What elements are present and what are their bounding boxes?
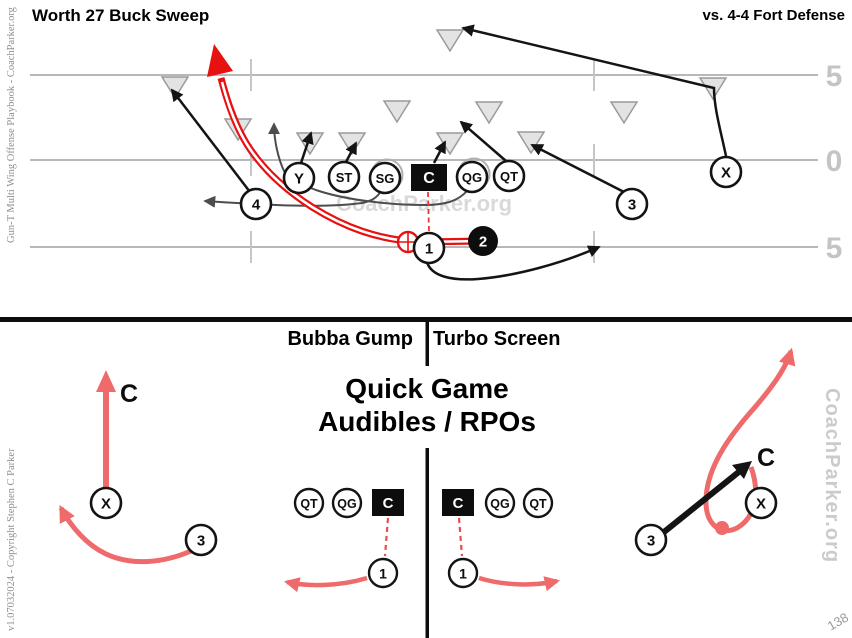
player-1 — [367, 557, 399, 589]
player-x: X — [709, 155, 743, 189]
player-qg-label: QG — [462, 170, 482, 185]
player-3: 3 — [615, 187, 649, 221]
player-qt-label: QT — [529, 497, 547, 511]
y-block-arrow — [299, 131, 314, 164]
sweep-arrowhead — [207, 44, 233, 77]
screen-catch-point — [715, 521, 729, 535]
player-x-label: X — [756, 496, 766, 513]
player-3-label: 3 — [628, 197, 636, 214]
yard-number-mid: 0 — [826, 145, 843, 178]
qb-boot-path — [425, 245, 601, 281]
bubba-gump-diagram: C X 3 — [58, 370, 218, 565]
player-y: Y — [282, 161, 316, 195]
qg-pull-path — [268, 122, 468, 207]
snap-dashed-line — [427, 191, 430, 233]
player-qg-label: QG — [490, 497, 509, 511]
x-crack-path — [461, 24, 728, 157]
player-3-label: 3 — [647, 533, 655, 550]
mid-left-formation: QT QG C 1 — [284, 487, 404, 593]
player-qg — [484, 487, 516, 519]
player-qt — [522, 487, 554, 519]
player-qt-label: QT — [500, 169, 518, 184]
audible-right-heading: Turbo Screen — [433, 328, 561, 350]
qb-throw-right — [478, 575, 560, 592]
player-4: 4 — [239, 187, 273, 221]
wb4-block-arrow — [170, 88, 251, 193]
player-1-label: 1 — [459, 566, 467, 582]
vertical-divider-bottom — [425, 448, 429, 638]
player-qt: QT — [492, 159, 526, 193]
defender-triangle — [383, 100, 411, 123]
player-st: ST — [327, 160, 361, 194]
yard-number-top: 5 — [826, 60, 843, 93]
player-c-label: C — [383, 495, 394, 512]
player-c-label: C — [423, 170, 435, 187]
page-title: Worth 27 Buck Sweep — [32, 6, 210, 25]
section-title-line2: Audibles / RPOs — [318, 406, 536, 437]
player-3-label: 3 — [197, 533, 205, 550]
player-st-label: ST — [336, 170, 353, 185]
player-4-label: 4 — [252, 197, 261, 214]
offense-top: Y ST SG C QG QT X 4 — [239, 155, 743, 265]
player-y-label: Y — [294, 171, 304, 188]
player-x-label: X — [101, 496, 111, 513]
player-1-label: 1 — [379, 566, 387, 582]
player-qg — [331, 487, 363, 519]
player-sg-label: SG — [376, 171, 395, 186]
player-x — [744, 486, 778, 520]
hb3-block-arrow — [530, 143, 625, 194]
defender-triangle — [436, 29, 464, 52]
player-3 — [184, 523, 218, 557]
player-c — [442, 489, 474, 516]
player-qt-label: QT — [300, 497, 318, 511]
player-1 — [447, 557, 479, 589]
yard-numbers: 5 0 5 — [826, 60, 843, 265]
sidebar-credit-top: Gun-T Multi Wing Offense Playbook - Coac… — [6, 7, 17, 243]
qb-throw-left — [284, 575, 368, 593]
field-lines — [30, 74, 818, 248]
horizontal-divider — [0, 317, 852, 322]
player-c-label: C — [453, 495, 464, 512]
snap-dashed-line — [383, 517, 390, 557]
player-qg: QG — [455, 160, 489, 194]
player-1: 1 — [412, 231, 446, 265]
player-x — [89, 486, 123, 520]
watermark-right: CoachParker.org — [821, 388, 843, 564]
player-c — [372, 489, 404, 516]
player-qg-label: QG — [337, 497, 356, 511]
st-block-arrow — [344, 141, 358, 163]
player-2: 2 — [468, 226, 498, 256]
player-qt — [293, 487, 325, 519]
vertical-divider-top — [425, 322, 429, 366]
snap-dashed-line — [457, 517, 464, 557]
watermark-center: CoachParker.org — [336, 191, 512, 216]
coverage-label: C — [120, 380, 138, 408]
mid-right-formation: C QG QT 1 — [442, 487, 560, 592]
x-go-route-arrowhead — [96, 370, 116, 392]
defender-triangle — [610, 101, 638, 124]
player-c: C — [411, 164, 447, 191]
sidebar-credit-bottom: v1.07032024 - Copyright Stephen C Parker — [6, 448, 17, 631]
audible-left-heading: Bubba Gump — [287, 328, 413, 350]
c-block-arrow — [432, 140, 447, 164]
player-3 — [634, 523, 668, 557]
blocking-arrows — [170, 24, 728, 281]
player-sg: SG — [368, 161, 402, 195]
qt-block-arrow — [459, 120, 507, 162]
player-x-label: X — [721, 165, 731, 182]
defense-label: vs. 4-4 Fort Defense — [702, 7, 845, 24]
defender-triangle — [475, 101, 503, 124]
yard-number-bottom: 5 — [826, 232, 843, 265]
turbo-screen-diagram: C 3 X — [634, 347, 796, 557]
player-2-label: 2 — [479, 234, 487, 251]
back3-swing-route — [58, 504, 192, 565]
coverage-label: C — [757, 444, 775, 472]
defenders — [161, 29, 727, 155]
back3-lead-block-arrowhead — [732, 461, 752, 479]
back3-lead-block — [662, 468, 742, 535]
player-1-label: 1 — [425, 241, 433, 258]
section-title-line1: Quick Game — [345, 373, 509, 404]
